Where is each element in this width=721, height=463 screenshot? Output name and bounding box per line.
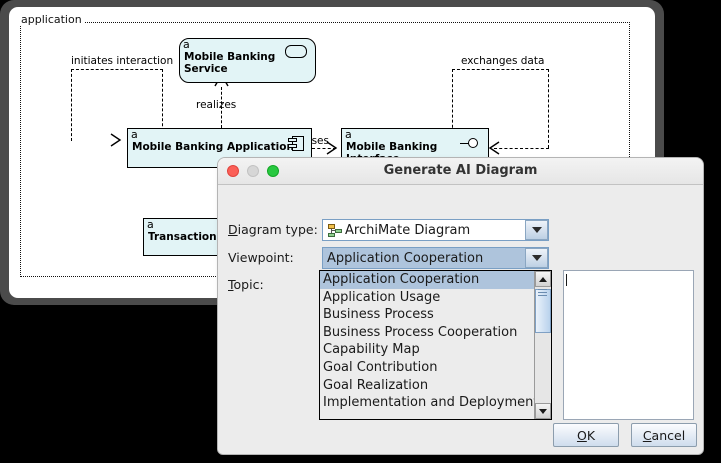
diagram-type-value-wrap: ArchiMate Diagram [323,223,525,238]
element-name: Mobile Banking Service [184,51,276,75]
topic-label: Topic: [228,277,264,292]
text-caret [566,274,567,286]
scrollbar-grip [538,295,547,296]
element-mobile-banking-service[interactable]: a Mobile Banking Service [179,38,316,83]
dialog-body: Diagram type: ArchiMate Diagram Viewpoin… [218,185,703,454]
scrollbar-grip [538,289,547,290]
arrowhead-exposes [326,141,338,155]
interface-badge-icon [460,138,482,150]
element-type-letter: a [131,128,138,141]
element-type-letter: a [345,128,352,141]
viewpoint-combo[interactable]: Application Cooperation [322,247,549,269]
connector-exchanges-data[interactable] [452,69,549,148]
scroll-up-icon[interactable] [535,271,551,287]
viewpoint-list-scrollbar[interactable] [534,271,551,419]
relationship-label-exchanges-data: exchanges data [461,55,545,67]
connector-exchanges-tail [494,148,549,149]
viewpoint-dropdown-button[interactable] [525,248,548,268]
scroll-down-icon[interactable] [535,403,551,419]
diagram-type-dropdown-button[interactable] [525,220,548,240]
arrowhead-initiates [110,133,122,147]
arrowhead-exchanges [488,141,500,155]
maximize-icon[interactable] [267,165,279,177]
viewpoint-option[interactable]: Implementation and Deployment [323,395,534,411]
connector-initiates-interaction[interactable] [71,69,163,141]
connector-exposes[interactable] [312,148,336,149]
chevron-down-icon [531,227,542,233]
viewpoint-option[interactable]: Goal Contribution [323,359,438,375]
element-type-letter: a [147,218,154,231]
element-type-letter: a [183,38,190,51]
close-icon[interactable] [227,165,239,177]
connector-realizes[interactable] [221,87,222,128]
dialog-titlebar[interactable]: Generate AI Diagram [218,158,703,185]
service-badge-icon [285,45,307,58]
diagram-type-value: ArchiMate Diagram [345,222,471,238]
generate-ai-diagram-dialog[interactable]: Generate AI Diagram Diagram type: ArchiM… [217,157,704,455]
component-badge-icon [288,135,305,152]
viewpoint-option[interactable]: Business Process [323,307,434,323]
chevron-down-icon [531,255,542,261]
element-name: Mobile Banking Application [132,141,294,153]
scrollbar-grip [538,292,547,293]
viewpoint-option[interactable]: Application Usage [323,289,441,305]
viewpoint-option[interactable]: Goal Realization [323,377,429,393]
viewpoint-value: Application Cooperation [323,250,525,266]
viewpoint-option[interactable]: Application Cooperation [320,271,534,289]
viewpoint-option[interactable]: Business Process Cooperation [323,324,518,340]
topic-textarea[interactable] [563,270,694,420]
window-controls [227,165,279,177]
diagram-type-combo[interactable]: ArchiMate Diagram [322,219,549,241]
dialog-title: Generate AI Diagram [383,163,538,178]
viewpoint-label: Viewpoint: [228,250,294,265]
relationship-label-realizes: realizes [196,99,237,111]
grouping-label: application [19,13,84,26]
minimize-icon[interactable] [247,165,259,177]
archimate-diagram-icon [328,223,342,237]
viewpoint-option[interactable]: Capability Map [323,342,420,358]
relationship-label-initiates-interaction: initiates interaction [71,55,174,67]
diagram-type-label: Diagram type: [228,222,318,237]
